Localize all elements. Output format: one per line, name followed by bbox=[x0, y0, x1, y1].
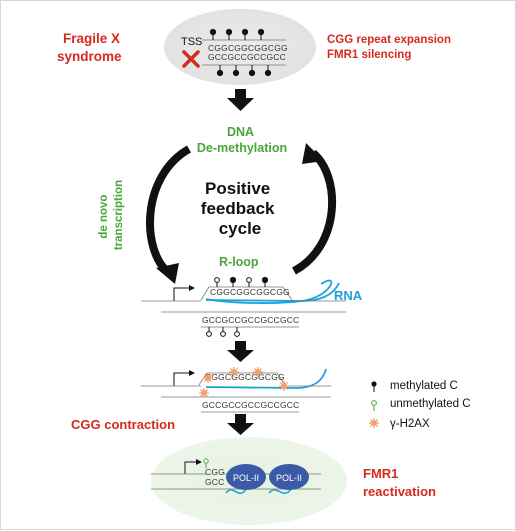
legend-methylated-label: methylated C bbox=[390, 380, 458, 392]
top-ellipse bbox=[164, 9, 316, 85]
methylated-c-icon bbox=[371, 381, 377, 392]
svg-text:CGGCGGCGGCGG: CGGCGGCGGCGG bbox=[208, 43, 288, 53]
svg-text:GCCGCCGCCGCC: GCCGCCGCCGCC bbox=[208, 52, 286, 62]
svg-text:GCCGCCGCCGCCGCC: GCCGCCGCCGCCGCC bbox=[202, 315, 299, 325]
gamma-h2ax-markers bbox=[199, 367, 289, 398]
lower-structure: CGGCGGCGGCGG GCCGCCGCCGCCGCC bbox=[141, 368, 331, 413]
rna-label: RNA bbox=[334, 288, 363, 303]
de-novo-transcription-label: de novo transcription bbox=[98, 180, 125, 250]
left-cycle-arrow-icon bbox=[146, 145, 192, 284]
r-loop-structure: CGGCGGCGGCGG GCCGCCGCCGCCGCC bbox=[141, 279, 346, 328]
gamma-h2ax-icon bbox=[369, 418, 379, 428]
dna-demethylation-label: DNA De-methylation bbox=[197, 125, 287, 155]
cross-icon bbox=[182, 50, 200, 68]
down-arrow-2-icon bbox=[227, 341, 254, 362]
pol-ii-2: POL-II bbox=[269, 464, 309, 490]
pol-ii-1: POL-II bbox=[226, 464, 266, 490]
down-arrow-3-icon bbox=[227, 414, 254, 435]
svg-text:GCCGCCGCCGCCGCC: GCCGCCGCCGCCGCC bbox=[202, 400, 299, 410]
positive-feedback-cycle-label: Positive feedback cycle bbox=[201, 179, 279, 238]
tss-label: TSS bbox=[181, 36, 202, 48]
svg-text:POL-II: POL-II bbox=[233, 473, 259, 483]
svg-text:GCC: GCC bbox=[205, 477, 225, 487]
r-loop-label: R-loop bbox=[219, 255, 259, 269]
legend-gamma-h2ax-label: γ-H2AX bbox=[390, 418, 430, 430]
svg-text:CGGCGGCGGCGG: CGGCGGCGGCGG bbox=[210, 287, 290, 297]
unmethylated-c-icon bbox=[371, 400, 377, 411]
down-arrow-1-icon bbox=[227, 89, 254, 111]
svg-text:CGG: CGG bbox=[205, 467, 225, 477]
legend: methylated C unmethylated C γ-H2AX bbox=[369, 380, 471, 430]
fragile-x-label: Fragile X syndrome bbox=[57, 31, 124, 64]
svg-text:CGGCGGCGGCGG: CGGCGGCGGCGG bbox=[205, 372, 285, 382]
cgg-expansion-label: CGG repeat expansion FMR1 silencing bbox=[327, 34, 454, 61]
right-cycle-arrow-icon bbox=[291, 143, 337, 275]
top-dna-strand: CGGCGGCGGCGG GCCGCCGCCGCC bbox=[202, 39, 288, 66]
svg-text:POL-II: POL-II bbox=[276, 473, 302, 483]
r-loop-c-markers bbox=[206, 276, 269, 337]
legend-unmethylated-label: unmethylated C bbox=[390, 398, 471, 410]
cgg-contraction-label: CGG contraction bbox=[71, 417, 175, 432]
top-methylated-c-group bbox=[209, 28, 272, 77]
fmr1-reactivation-label: FMR1 reactivation bbox=[363, 466, 436, 499]
